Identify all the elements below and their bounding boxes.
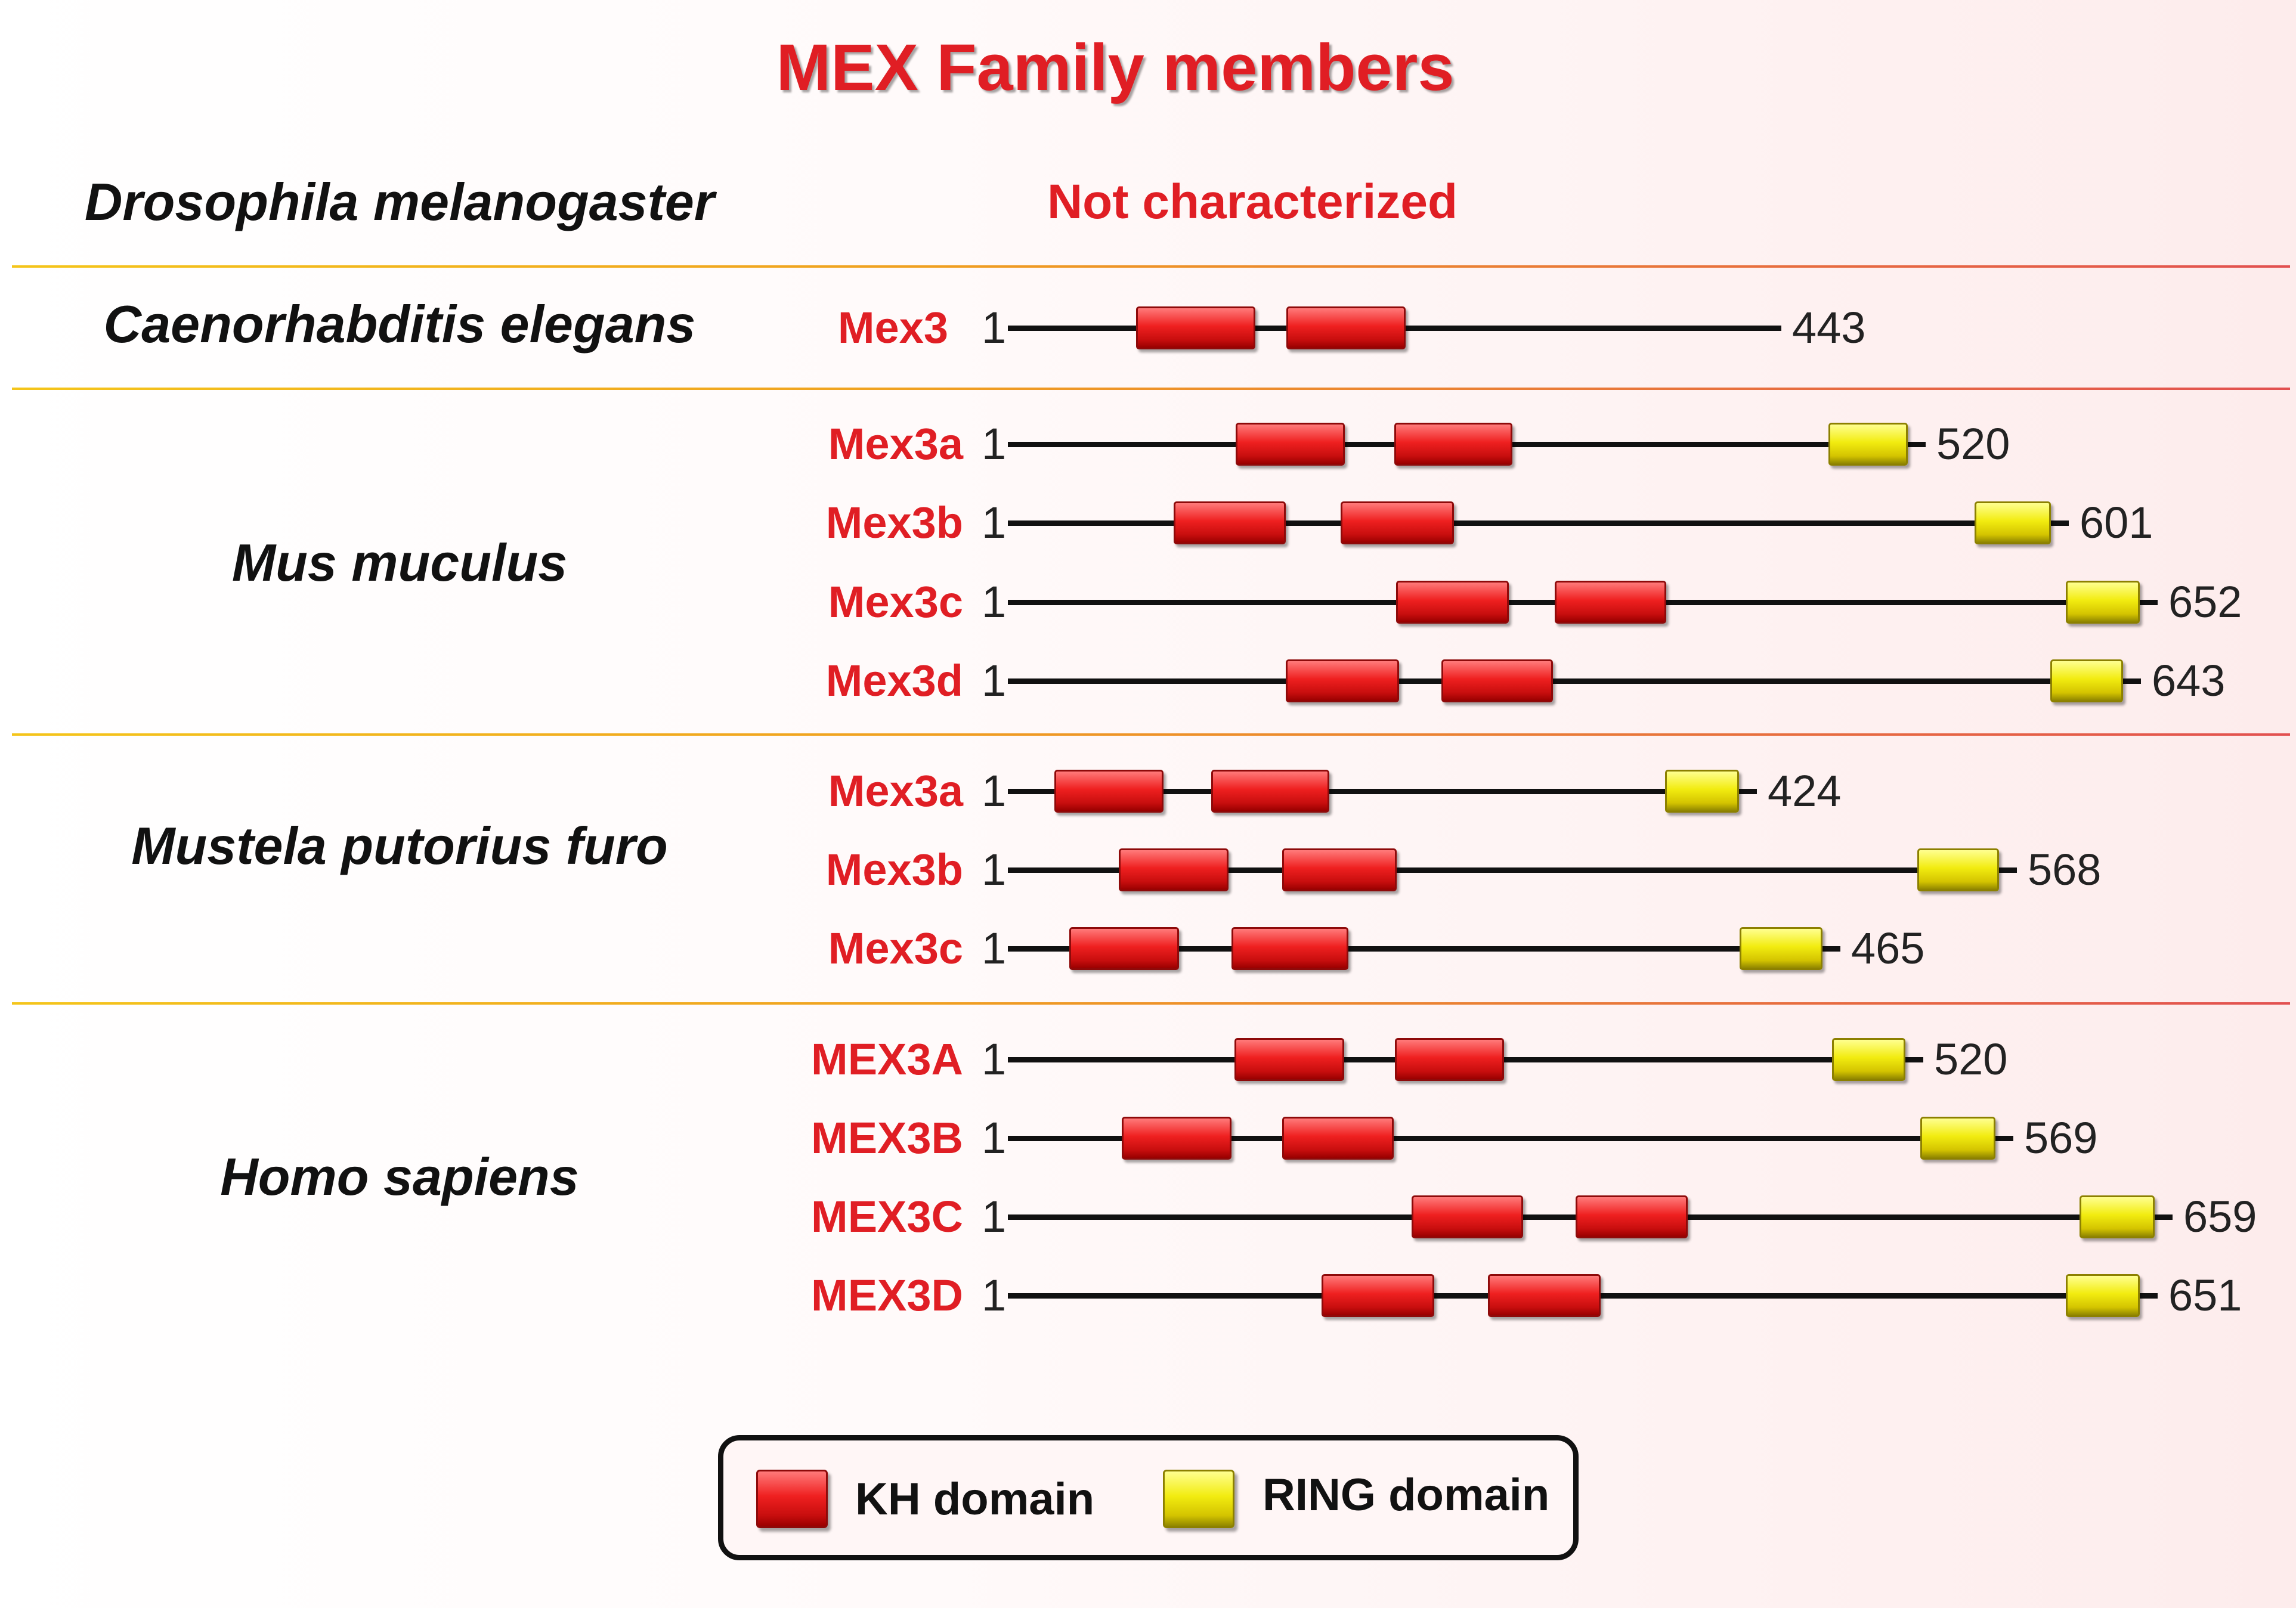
- ring-domain: [2066, 581, 2140, 624]
- species-label: Drosophila melanogaster: [84, 172, 715, 231]
- kh-domain: [1394, 423, 1512, 466]
- protein-name: Mex3d: [825, 656, 963, 705]
- kh-domain: [1395, 1038, 1504, 1081]
- protein-name: Mex3b: [825, 498, 963, 547]
- kh-domain: [1322, 1274, 1434, 1317]
- kh-domain: [1069, 927, 1179, 970]
- protein-name: Mex3b: [825, 845, 963, 894]
- protein-length-label: 568: [2028, 845, 2102, 894]
- kh-domain: [1211, 770, 1329, 813]
- kh-domain: [1286, 306, 1406, 349]
- group-separator: [12, 733, 2290, 736]
- group-separator: [12, 1002, 2290, 1005]
- kh-domain: [1396, 581, 1509, 624]
- kh-domain: [1122, 1117, 1231, 1160]
- protein-name: Mex3: [837, 303, 948, 352]
- protein-start-label: 1: [982, 1034, 1007, 1084]
- kh-domain: [1282, 848, 1397, 891]
- not-characterized-label: Not characterized: [1047, 175, 1458, 229]
- protein-name: MEX3D: [811, 1271, 963, 1320]
- ring-domain: [1665, 770, 1739, 813]
- ring-domain: [1828, 423, 1908, 466]
- protein-length-label: 520: [1934, 1034, 2008, 1084]
- species-label: Homo sapiens: [220, 1147, 579, 1206]
- protein-name: Mex3a: [828, 419, 963, 469]
- protein-start-label: 1: [982, 498, 1007, 547]
- protein-start-label: 1: [982, 419, 1007, 469]
- protein-name: MEX3B: [811, 1113, 963, 1163]
- legend-box: [718, 1435, 1579, 1560]
- kh-domain: [1555, 581, 1666, 624]
- kh-domain: [1282, 1117, 1394, 1160]
- protein-name: MEX3C: [811, 1192, 963, 1241]
- kh-domain-legend-swatch: [756, 1470, 828, 1528]
- ring-domain: [2066, 1274, 2140, 1317]
- ring-domain: [2080, 1195, 2155, 1238]
- species-label: Mustela putorius furo: [131, 816, 668, 875]
- kh-domain: [1231, 927, 1348, 970]
- protein-backbone: [1008, 520, 2069, 526]
- kh-domain: [1054, 770, 1164, 813]
- protein-name: Mex3c: [828, 924, 963, 973]
- protein-length-label: 465: [1851, 924, 1925, 973]
- protein-start-label: 1: [982, 1113, 1007, 1163]
- species-label: Mus muculus: [231, 533, 568, 592]
- protein-start-label: 1: [982, 303, 1007, 352]
- kh-domain: [1174, 501, 1286, 544]
- protein-start-label: 1: [982, 656, 1007, 705]
- kh-domain: [1488, 1274, 1601, 1317]
- protein-backbone: [1008, 867, 2017, 873]
- kh-domain: [1341, 501, 1454, 544]
- protein-length-label: 659: [2183, 1192, 2257, 1241]
- protein-name: MEX3A: [811, 1034, 963, 1084]
- kh-domain: [1576, 1195, 1688, 1238]
- protein-start-label: 1: [982, 577, 1007, 627]
- protein-start-label: 1: [982, 1192, 1007, 1241]
- protein-start-label: 1: [982, 766, 1007, 816]
- protein-length-label: 601: [2080, 498, 2153, 547]
- ring-domain: [1740, 927, 1822, 970]
- diagram-title: MEX Family members: [776, 31, 1455, 104]
- protein-backbone: [1008, 789, 1757, 794]
- kh-domain: [1441, 659, 1553, 702]
- kh-domain: [1234, 1038, 1344, 1081]
- ring-domain: [1975, 501, 2051, 544]
- group-separator: [12, 265, 2290, 268]
- kh-domain: [1412, 1195, 1523, 1238]
- protein-length-label: 652: [2168, 577, 2242, 627]
- ring-domain-legend-label: RING domain: [1263, 1470, 1550, 1520]
- protein-length-label: 643: [2152, 656, 2226, 705]
- group-separator: [12, 388, 2290, 390]
- protein-name: Mex3c: [828, 577, 963, 627]
- protein-start-label: 1: [982, 845, 1007, 894]
- protein-backbone: [1008, 946, 1840, 952]
- kh-domain: [1136, 306, 1255, 349]
- protein-start-label: 1: [982, 1271, 1007, 1320]
- protein-length-label: 443: [1792, 303, 1866, 352]
- protein-length-label: 424: [1768, 766, 1842, 816]
- protein-length-label: 520: [1936, 419, 2010, 469]
- ring-domain: [1917, 848, 1999, 891]
- ring-domain: [1832, 1038, 1905, 1081]
- protein-length-label: 569: [2024, 1113, 2098, 1163]
- protein-backbone: [1008, 1136, 2013, 1141]
- ring-domain: [2050, 659, 2123, 702]
- species-label: Caenorhabditis elegans: [103, 295, 696, 354]
- kh-domain: [1286, 659, 1399, 702]
- ring-domain: [1920, 1117, 1995, 1160]
- protein-name: Mex3a: [828, 766, 963, 816]
- protein-length-label: 651: [2168, 1271, 2242, 1320]
- kh-domain: [1236, 423, 1345, 466]
- protein-backbone: [1008, 678, 2141, 684]
- protein-start-label: 1: [982, 924, 1007, 973]
- kh-domain-legend-label: KH domain: [855, 1474, 1095, 1525]
- ring-domain-legend-swatch: [1163, 1470, 1234, 1528]
- kh-domain: [1119, 848, 1229, 891]
